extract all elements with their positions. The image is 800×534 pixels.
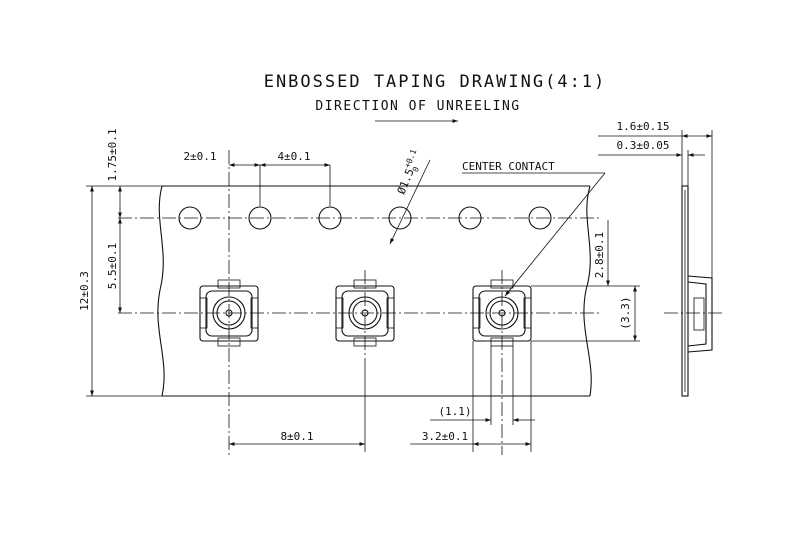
dim-hole-pitch-label: 4±0.1 [277, 150, 310, 163]
dim-tape-thickness: 0.3±0.05 [598, 139, 705, 186]
center-contact-label: CENTER CONTACT [462, 160, 555, 173]
dim-edge-to-hole-label: 1.75±0.1 [106, 129, 119, 182]
dim-hole-to-pocket-center-label: 5.5±0.1 [106, 243, 119, 289]
dim-hole-pitch: 4±0.1 [260, 150, 330, 167]
sprocket-hole [388, 206, 412, 230]
dim-pocket-pitch-label: 8±0.1 [280, 430, 313, 443]
sprocket-holes [178, 206, 552, 230]
dim-hole-to-pocket-label: 2±0.1 [183, 150, 216, 163]
dim-total-thickness: 1.6±0.15 [598, 120, 713, 278]
sprocket-hole [318, 206, 342, 230]
dim-pocket-width-label: 3.2±0.1 [422, 430, 468, 443]
dim-total-thickness-label: 1.6±0.15 [617, 120, 670, 133]
dim-pocket-depth: (3.3) [612, 285, 640, 341]
dim-contact-width-label: (1.1) [438, 405, 471, 418]
drawing-title: ENBOSSED TAPING DRAWING(4:1) [264, 72, 607, 92]
tape-side-view [664, 185, 725, 397]
dim-hole-to-pocket: 2±0.1 [183, 150, 331, 206]
dim-edge-to-hole: 1.75±0.1 [106, 129, 162, 218]
dim-contact-width: (1.1) [430, 346, 535, 425]
dim-pocket-width: 3.2±0.1 [410, 341, 532, 452]
sprocket-hole [178, 206, 202, 230]
dim-tape-width-label: 12±0.3 [78, 271, 91, 311]
dim-pocket-depth-half-label: 2.8±0.1 [593, 232, 606, 278]
sprocket-hole [458, 206, 482, 230]
carrier-tape [157, 185, 592, 397]
dim-pocket-depth-half: 2.8±0.1 [531, 220, 640, 342]
dim-tape-thickness-label: 0.3±0.05 [617, 139, 670, 152]
dim-pocket-depth-label: (3.3) [619, 296, 632, 329]
sprocket-hole [528, 206, 552, 230]
center-contact-callout: CENTER CONTACT [462, 160, 606, 297]
dim-tape-width: 12±0.3 [78, 185, 162, 397]
dim-pocket-pitch: 8±0.1 [229, 360, 366, 452]
dim-hole-diameter-label: Ø1.5+0.10 [393, 148, 427, 197]
sprocket-hole [248, 206, 272, 230]
dim-hole-to-pocket-center: 5.5±0.1 [106, 218, 122, 313]
drawing-subtitle: DIRECTION OF UNREELING [315, 99, 520, 114]
dim-hole-diameter: Ø1.5+0.10 [389, 148, 431, 245]
